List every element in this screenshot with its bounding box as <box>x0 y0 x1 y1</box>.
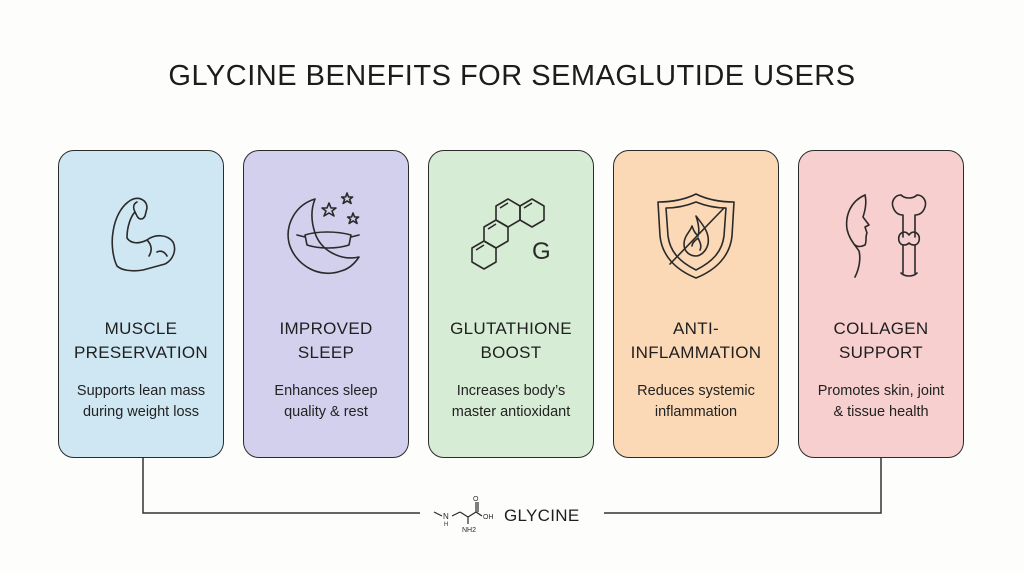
card-title-line1: ANTI- <box>673 319 719 338</box>
glycine-label: GLYCINE <box>504 506 580 525</box>
card-collagen-support: COLLAGEN SUPPORT Promotes skin, joint & … <box>798 150 964 458</box>
glycine-structure-icon: N H O OH NH2 <box>433 496 494 534</box>
card-desc-line2: & tissue health <box>833 404 929 420</box>
card-anti-inflammation: ANTI- INFLAMMATION Reduces systemic infl… <box>613 150 779 458</box>
card-desc-line2: inflammation <box>654 404 738 420</box>
card-description: Enhances sleep quality & rest <box>244 381 408 423</box>
card-desc-line1: Reduces systemic <box>637 383 755 399</box>
card-title: IMPROVED SLEEP <box>244 317 408 365</box>
svg-text:OH: OH <box>483 514 494 521</box>
card-desc-line1: Supports lean mass <box>76 383 206 399</box>
card-title: COLLAGEN SUPPORT <box>799 317 963 365</box>
face-and-joint-icon <box>799 181 963 291</box>
flexed-arm-icon <box>59 181 223 291</box>
card-description: Promotes skin, joint & tissue health <box>799 381 963 423</box>
card-title-line2: BOOST <box>480 343 542 362</box>
card-glutathione-boost: G GLUTATHIONE BOOST Increases body’s mas… <box>428 150 594 458</box>
card-title-line2: SUPPORT <box>839 343 923 362</box>
card-description: Reduces systemic inflammation <box>614 381 778 423</box>
card-desc-line1: Increases body’s <box>456 383 566 399</box>
card-title-line2: SLEEP <box>297 343 355 362</box>
card-title-line2: PRESERVATION <box>74 343 208 362</box>
card-desc-line2: during weight loss <box>82 404 200 420</box>
card-title-line1: IMPROVED <box>279 319 373 338</box>
no-fire-shield-icon <box>614 181 778 291</box>
svg-text:O: O <box>473 496 479 503</box>
card-desc-line1: Enhances sleep <box>274 383 378 399</box>
svg-text:H: H <box>444 522 448 528</box>
card-title-line1: COLLAGEN <box>833 319 929 338</box>
card-desc-line2: quality & rest <box>284 404 368 420</box>
page-title: GLYCINE BENEFITS FOR SEMAGLUTIDE USERS <box>168 60 856 92</box>
card-description: Supports lean mass during weight loss <box>59 381 223 423</box>
molecule-icon: G <box>429 181 593 291</box>
card-improved-sleep: IMPROVED SLEEP Enhances sleep quality & … <box>243 150 409 458</box>
card-desc-line1: Promotes skin, joint <box>817 383 945 399</box>
card-title: GLUTATHIONE BOOST <box>429 317 593 365</box>
card-title-line1: GLUTATHIONE <box>450 319 572 338</box>
card-description: Increases body’s master antioxidant <box>429 381 593 423</box>
svg-text:NH2: NH2 <box>462 527 476 534</box>
card-muscle-preservation: MUSCLE PRESERVATION Supports lean mass d… <box>58 150 224 458</box>
card-title: MUSCLE PRESERVATION <box>59 317 223 365</box>
molecule-letter: G <box>532 238 551 265</box>
card-title-line2: INFLAMMATION <box>630 343 762 362</box>
svg-text:N: N <box>443 512 449 521</box>
card-title-line1: MUSCLE <box>104 319 178 338</box>
card-title: ANTI- INFLAMMATION <box>614 317 778 365</box>
moon-sleep-mask-icon <box>244 181 408 291</box>
card-desc-line2: master antioxidant <box>451 404 571 420</box>
